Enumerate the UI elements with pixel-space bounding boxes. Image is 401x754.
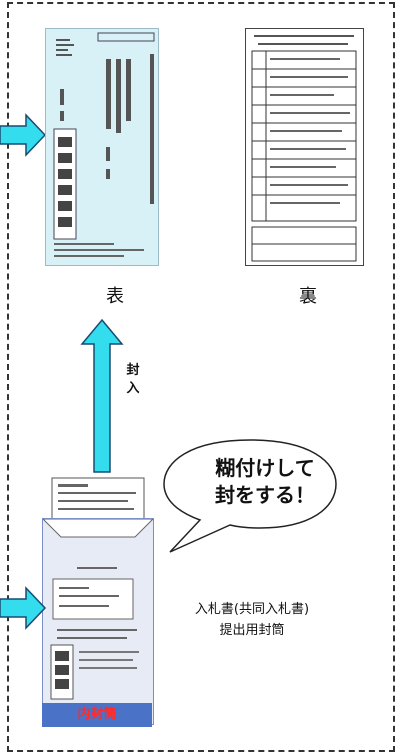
inner-envelope-details: [41, 518, 155, 700]
caption-line-1: 入札書(共同入札書): [194, 602, 310, 617]
up-arrow-icon: [80, 318, 124, 473]
bubble-line-2: 封をする！: [215, 483, 315, 507]
back-label: 裏: [299, 286, 317, 307]
sealing-label: 封 入: [126, 362, 140, 397]
envelope-front-details: [53, 32, 155, 257]
envelope-front-illustration: [45, 28, 159, 266]
inner-envelope-label: 内封筒: [42, 703, 152, 727]
sealing-char-2: 入: [126, 380, 140, 396]
bubble-text: 糊付けして 封をする！: [190, 455, 340, 509]
caption-line-2: 提出用封筒: [219, 622, 285, 638]
inner-flap-illustration: [51, 477, 145, 525]
speech-bubble-icon: [163, 439, 337, 553]
envelope-back-illustration: [245, 28, 364, 266]
right-arrow-bottom-icon: [0, 586, 47, 630]
inner-envelope-illustration: [41, 518, 155, 725]
dashed-frame: [7, 2, 395, 752]
bubble-line-1: 糊付けして: [215, 456, 315, 480]
right-arrow-top-icon: [0, 113, 47, 157]
envelope-caption: 入札書(共同入札書) 提出用封筒: [162, 600, 342, 642]
envelope-back-details: [251, 35, 357, 262]
front-label: 表: [106, 286, 124, 307]
sealing-char-1: 封: [126, 363, 140, 378]
